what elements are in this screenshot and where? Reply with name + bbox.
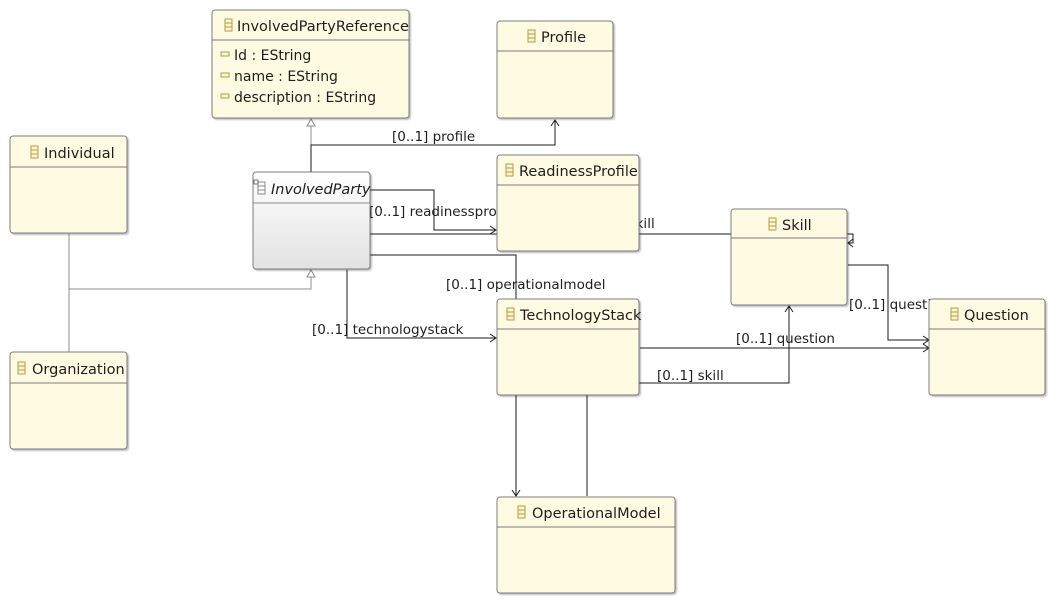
reference-labels: [0..1] profile [0..1] readinessprofile […: [312, 129, 948, 384]
generalization-individual-to-involvedparty[interactable]: [68, 234, 316, 290]
attribute-icon: [220, 93, 230, 99]
eclass-icon: [768, 217, 777, 231]
eclass-icon: [506, 307, 515, 321]
label-skill-from-operationalmodel: [0..1] skill: [657, 368, 724, 384]
class-name: InvolvedParty: [271, 182, 371, 198]
eclass-icon: [224, 18, 233, 32]
attribute-icon: [220, 72, 230, 78]
class-operationalmodel[interactable]: OperationalModel: [496, 496, 676, 594]
eclass-icon: [30, 145, 39, 159]
eclass-icon: [17, 361, 26, 375]
attribute-name: name : EString: [234, 69, 338, 85]
reference-edge-operationalmodel[interactable]: [370, 254, 521, 497]
class-profile[interactable]: Profile: [496, 20, 614, 119]
eclass-icon: [505, 163, 514, 177]
class-involvedparty[interactable]: InvolvedParty: [252, 171, 371, 270]
eclass-icon: [517, 505, 526, 519]
label-profile: [0..1] profile: [392, 129, 475, 145]
attribute-icon: [220, 51, 230, 57]
attribute-id: Id : EString: [234, 48, 311, 64]
eclass-icon: [253, 179, 266, 195]
class-readinessprofile[interactable]: ReadinessProfile: [496, 154, 640, 252]
generalization-edges: [68, 117, 316, 352]
class-name: InvolvedPartyReference: [237, 19, 409, 35]
class-name: OperationalModel: [532, 506, 661, 522]
reference-edge-profile[interactable]: [310, 119, 560, 172]
class-question[interactable]: Question: [928, 298, 1046, 396]
class-organization[interactable]: Organization: [9, 351, 128, 450]
class-name: Organization: [32, 362, 125, 378]
label-technologystack: [0..1] technologystack: [312, 322, 464, 338]
class-involvedpartyreference[interactable]: InvolvedPartyReference Id : EString name…: [211, 9, 410, 119]
class-name: ReadinessProfile: [519, 164, 638, 180]
class-individual[interactable]: Individual: [9, 135, 128, 234]
attribute-description: description : EString: [234, 90, 376, 106]
reference-edge-technologystack[interactable]: [346, 270, 497, 343]
eclass-icon: [950, 307, 959, 321]
class-name: Individual: [44, 146, 115, 162]
class-name: TechnologyStack: [519, 308, 642, 324]
eclass-icon: [527, 29, 536, 43]
label-readinessprofile: [0..1] readinessprofile: [369, 204, 517, 220]
class-name: Question: [964, 308, 1029, 324]
label-question-from-skill: [0..1] question: [849, 297, 948, 313]
label-question-from-technologystack: [0..1] question: [736, 331, 835, 347]
reference-edge-readinessprofile[interactable]: [370, 189, 497, 235]
label-operationalmodel: [0..1] operationalmodel: [446, 277, 605, 293]
class-technologystack[interactable]: TechnologyStack: [496, 298, 642, 396]
class-skill[interactable]: Skill: [730, 208, 848, 306]
reference-edge-skill-from-operationalmodel[interactable]: [586, 305, 794, 496]
class-name: Skill: [782, 218, 812, 234]
class-name: Profile: [541, 30, 586, 46]
